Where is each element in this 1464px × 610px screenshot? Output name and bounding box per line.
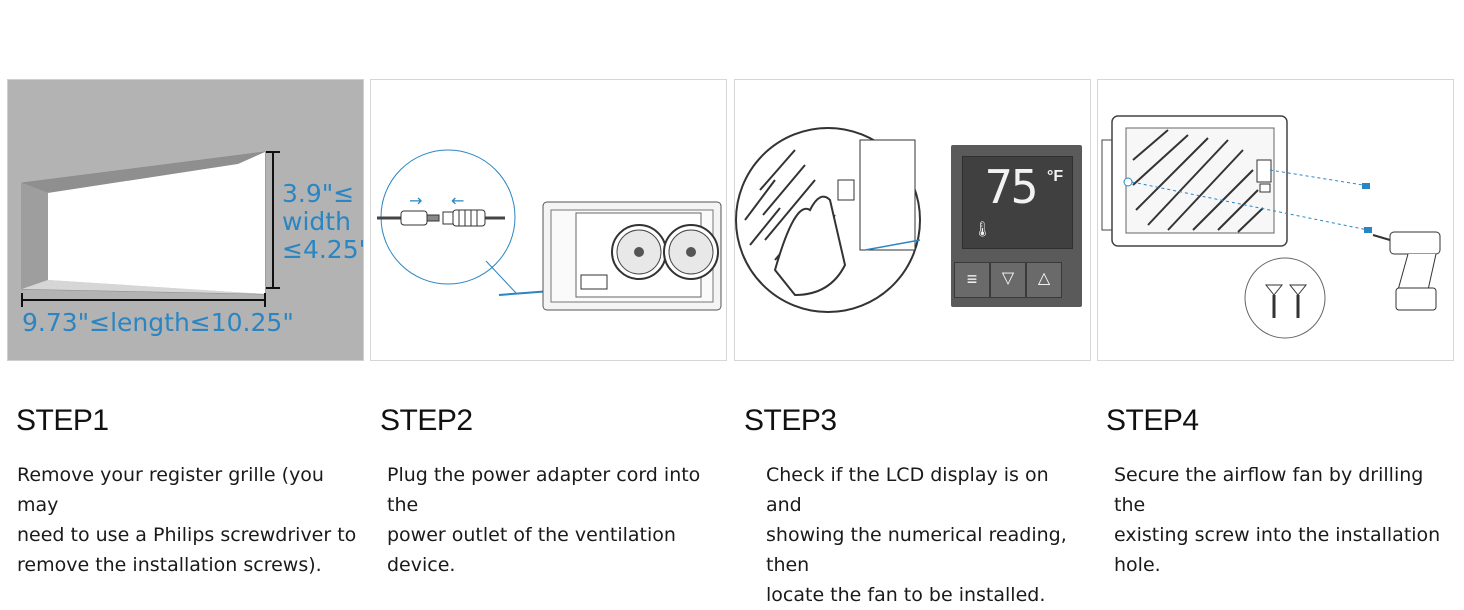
length-dimension: 9.73"≤length≤10.25" <box>22 308 294 337</box>
step2-illustration: → ← <box>370 79 727 361</box>
step1-description: Remove your register grille (you may nee… <box>17 464 357 576</box>
down-button[interactable]: ▽ <box>990 262 1026 298</box>
step4-illustration <box>1097 79 1454 361</box>
lcd-thermostat: 75 °F 🌡 ≡ ▽ △ <box>951 145 1082 307</box>
chevron-down-icon: ▽ <box>1001 270 1015 287</box>
lcd-temperature: 75 <box>985 160 1038 214</box>
lcd-screen: 75 °F 🌡 <box>962 156 1073 249</box>
step3-illustration: 75 °F 🌡 ≡ ▽ △ <box>734 79 1091 361</box>
step3-title: STEP3 <box>744 404 837 437</box>
step3-description: Check if the LCD display is on and showi… <box>766 464 1067 606</box>
step2-description: Plug the power adapter cord into the pow… <box>387 464 701 576</box>
height-dimension-line2: width <box>282 207 351 236</box>
step2-title: STEP2 <box>380 404 473 437</box>
step1-title: STEP1 <box>16 404 109 437</box>
lcd-check-drawing <box>735 127 921 313</box>
height-dimension-line1: 3.9"≤ <box>282 179 355 208</box>
up-button[interactable]: △ <box>1026 262 1062 298</box>
step1-illustration: 3.9"≤ width ≤4.25" 9.73"≤length≤10.25" <box>7 79 364 361</box>
step4-title: STEP4 <box>1106 404 1199 437</box>
chevron-up-icon: △ <box>1037 270 1051 287</box>
svg-text:→: → <box>409 191 422 210</box>
thermometer-icon: 🌡 <box>973 221 993 238</box>
menu-button[interactable]: ≡ <box>954 262 990 298</box>
menu-icon: ≡ <box>966 269 978 289</box>
power-adapter-drawing: → ← <box>377 149 722 311</box>
install-screws-drawing <box>1101 115 1441 339</box>
height-dimension-line3: ≤4.25" <box>282 235 364 264</box>
svg-text:←: ← <box>451 191 464 210</box>
register-opening-drawing <box>21 151 280 307</box>
height-dimension: 3.9"≤ width ≤4.25" <box>282 179 364 264</box>
step4-description: Secure the airflow fan by drilling the e… <box>1114 464 1441 576</box>
lcd-unit: °F <box>1047 168 1064 185</box>
